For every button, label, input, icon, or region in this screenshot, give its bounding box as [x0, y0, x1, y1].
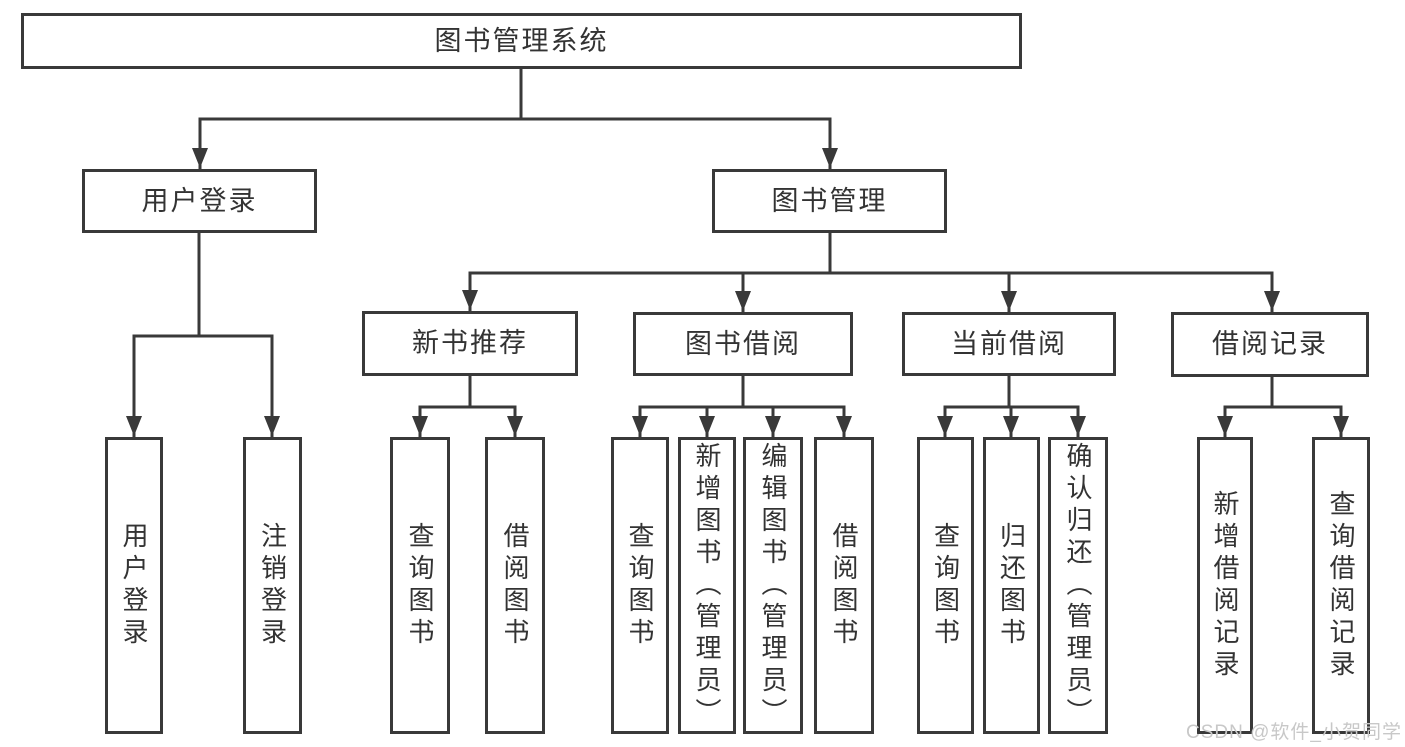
node-label: 编辑图书（管理员） — [758, 441, 788, 730]
node-bb-add-books-admin: 新增图书（管理员） — [678, 437, 736, 734]
node-label: 查询图书 — [405, 521, 435, 650]
node-br-add-record: 新增借阅记录 — [1197, 437, 1253, 734]
node-label: 确认归还（管理员） — [1063, 441, 1093, 730]
node-label: 新增借阅记录 — [1210, 489, 1240, 682]
node-label: 用户登录 — [141, 185, 258, 216]
node-label: 当前借阅 — [951, 328, 1067, 359]
node-bb-edit-books-admin: 编辑图书（管理员） — [743, 437, 803, 734]
node-cb-query-books: 查询图书 — [917, 437, 974, 734]
node-label: 查询图书 — [930, 521, 961, 650]
node-borrowing-records: 借阅记录 — [1171, 312, 1369, 377]
node-label: 查询图书 — [625, 521, 655, 650]
node-current-borrowing: 当前借阅 — [902, 312, 1116, 376]
node-label: 图书管理系统 — [434, 25, 609, 56]
node-cb-confirm-return-admin: 确认归还（管理员） — [1048, 437, 1108, 734]
csdn-watermark: CSDN @软件_小贺同学 — [1186, 722, 1402, 743]
node-label: 借阅图书 — [829, 521, 859, 650]
node-label: 注销登录 — [257, 521, 288, 650]
node-cb-return-books: 归还图书 — [983, 437, 1040, 734]
node-user-login: 用户登录 — [82, 169, 317, 233]
node-label: 用户登录 — [119, 521, 149, 650]
node-label: 借阅记录 — [1212, 329, 1328, 359]
node-br-query-record: 查询借阅记录 — [1312, 437, 1370, 734]
node-book-borrowing: 图书借阅 — [633, 312, 853, 376]
node-label: 新书推荐 — [412, 328, 528, 358]
node-library-management-system: 图书管理系统 — [21, 13, 1022, 69]
node-bb-borrow-books: 借阅图书 — [814, 437, 874, 734]
node-new-book-recommend: 新书推荐 — [362, 311, 578, 376]
node-book-management: 图书管理 — [712, 169, 947, 233]
node-nbr-query-books: 查询图书 — [390, 437, 450, 734]
node-user-login-leaf: 用户登录 — [105, 437, 163, 734]
node-logout: 注销登录 — [243, 437, 302, 734]
node-label: 借阅图书 — [500, 521, 530, 650]
node-label: 图书借阅 — [685, 328, 801, 359]
node-nbr-borrow-books: 借阅图书 — [485, 437, 545, 734]
node-label: 查询借阅记录 — [1326, 489, 1356, 682]
node-bb-query-books: 查询图书 — [611, 437, 669, 734]
node-label: 新增图书（管理员） — [692, 441, 722, 730]
node-label: 图书管理 — [771, 185, 888, 216]
node-label: 归还图书 — [996, 521, 1027, 650]
